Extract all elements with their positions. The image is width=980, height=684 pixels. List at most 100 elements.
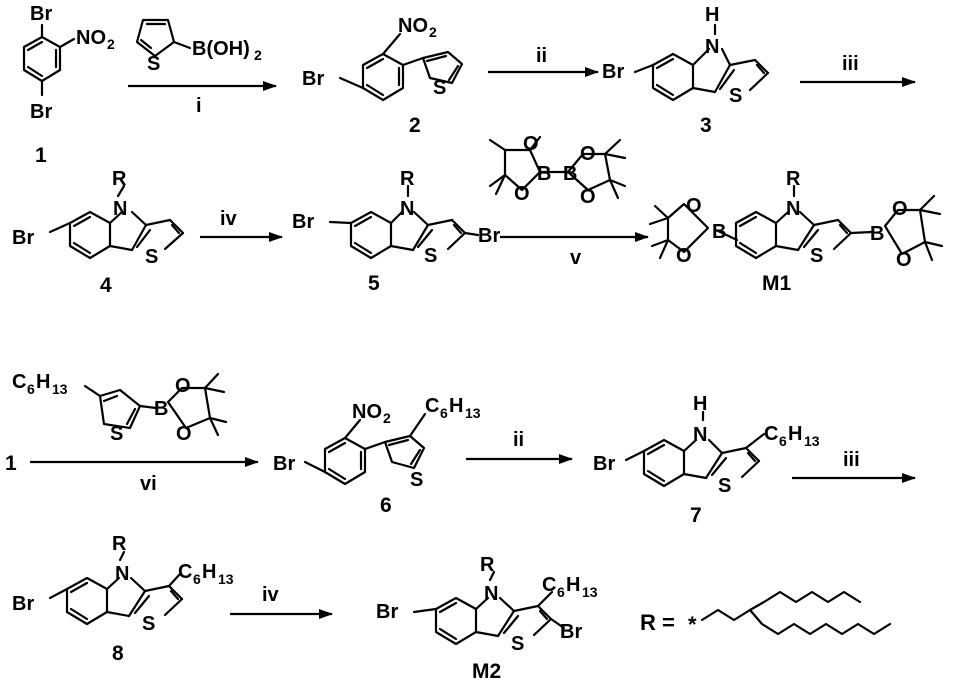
atom-r: R (112, 533, 127, 555)
atom-n: N (786, 198, 800, 220)
atom-no2-subscript: 2 (429, 24, 437, 40)
atom-o: O (686, 195, 702, 217)
atom-no: NO (398, 15, 428, 37)
hexyl-c: C (425, 395, 439, 417)
atom-br: Br (593, 453, 615, 475)
atom-br: Br (302, 68, 324, 90)
atom-n: N (113, 198, 127, 220)
atom-br: Br (30, 3, 52, 25)
compound-1-structure: Br Br NO 2 1 (22, 3, 115, 167)
hexyl-c-subscript: 6 (440, 405, 448, 421)
atom-s: S (145, 246, 158, 268)
compound-label-2: 2 (409, 114, 421, 137)
compound-label-1-repeat: 1 (5, 452, 17, 475)
reaction-arrow-vi: vi (30, 457, 259, 495)
hexyl-c-subscript: 6 (779, 433, 787, 449)
reagent-bis-pinacolato-diboron: O O B B O O (488, 133, 627, 208)
reaction-arrow-i: i (128, 81, 277, 117)
compound-6-structure: Br NO 2 S C 6 H 13 6 (273, 395, 481, 517)
atom-r: R (112, 168, 127, 190)
reaction-arrow-iv: iv (200, 208, 283, 242)
step-label-vi: vi (140, 473, 157, 495)
step-label-ii: ii (536, 45, 547, 67)
atom-s: S (511, 633, 524, 655)
reagent-thiophene-boronic-acid: S B(OH) 2 (135, 18, 262, 75)
atom-b: B (537, 163, 551, 185)
atom-s: S (729, 85, 742, 107)
atom-o: O (580, 186, 596, 208)
atom-br: Br (478, 225, 500, 247)
alkyl-branch-lower (748, 608, 892, 636)
reaction-arrow-v: v (500, 232, 649, 269)
compound-label-7: 7 (690, 504, 702, 527)
atom-o: O (896, 249, 912, 271)
atom-n: N (115, 563, 129, 585)
atom-b: B (563, 163, 577, 185)
atom-s: S (142, 613, 155, 635)
atom-br: Br (602, 61, 624, 83)
hexyl-h-subscript: 13 (804, 433, 820, 449)
step-label-i: i (196, 95, 202, 117)
atom-s: S (718, 475, 731, 497)
compound-2-structure: Br NO 2 S 2 (302, 15, 464, 137)
hexyl-c: C (178, 561, 192, 583)
reagent-hexylthiophene-boronate: C 6 H 13 S B O O (12, 371, 228, 445)
hexyl-h: H (202, 561, 216, 583)
reaction-arrow-iv-second: iv (230, 584, 333, 619)
atom-b: B (712, 221, 726, 243)
atom-o: O (676, 245, 692, 267)
atom-br: Br (30, 101, 52, 123)
compound-label-5: 5 (368, 272, 380, 295)
compound-label-3: 3 (700, 114, 712, 137)
atom-o: O (523, 133, 539, 155)
atom-n: N (484, 583, 498, 605)
hexyl-h: H (788, 423, 802, 445)
hexyl-c-subscript: 6 (193, 571, 201, 587)
hexyl-h: H (36, 371, 50, 393)
r-equals-label: R = (640, 610, 675, 635)
attachment-star: * (688, 612, 697, 637)
atom-s: S (147, 53, 160, 75)
hexyl-h-subscript: 13 (218, 571, 234, 587)
hexyl-h-subscript: 13 (52, 381, 68, 397)
compound-m2-structure: R N S Br Br C 6 H 13 M2 (376, 554, 598, 683)
compound-4-structure: R N S Br 4 (12, 168, 185, 297)
reaction-arrow-iii: iii (800, 53, 916, 87)
hexyl-h: H (566, 574, 580, 596)
hexyl-c-subscript: 6 (27, 381, 35, 397)
compound-label-6: 6 (380, 494, 392, 517)
atom-r: R (786, 168, 801, 190)
compound-5-structure: R N S Br Br 5 (292, 168, 500, 295)
atom-no2-subscript: 2 (107, 36, 115, 52)
atom-r: R (400, 168, 415, 190)
atom-br: Br (560, 621, 582, 643)
atom-o: O (176, 423, 192, 445)
hexyl-c: C (542, 574, 556, 596)
atom-h: H (705, 4, 719, 26)
atom-n: N (705, 36, 719, 58)
step-label-iii: iii (842, 53, 859, 75)
atom-o: O (580, 143, 596, 165)
compound-8-structure: R N S Br C 6 H 13 8 (12, 533, 234, 665)
atom-br: Br (273, 453, 295, 475)
step-label-iii: iii (843, 449, 860, 471)
r-group-definition: R = * (640, 590, 892, 637)
atom-br: Br (292, 211, 314, 233)
atom-no: NO (76, 27, 106, 49)
hexyl-h-subscript: 13 (582, 584, 598, 600)
atom-b: B (870, 223, 884, 245)
hexyl-c: C (12, 371, 26, 393)
compound-label-1: 1 (35, 144, 47, 167)
atom-n: N (693, 424, 707, 446)
atom-o: O (514, 183, 530, 205)
atom-br: Br (12, 593, 34, 615)
atom-b: B (154, 398, 168, 420)
compound-3-structure: H N S Br 3 (602, 4, 770, 137)
compound-label-m2: M2 (472, 660, 501, 683)
compound-label-8: 8 (112, 642, 124, 665)
step-label-ii: ii (513, 429, 524, 451)
step-label-iv: iv (262, 584, 280, 606)
reaction-arrow-iii-second: iii (792, 449, 916, 483)
